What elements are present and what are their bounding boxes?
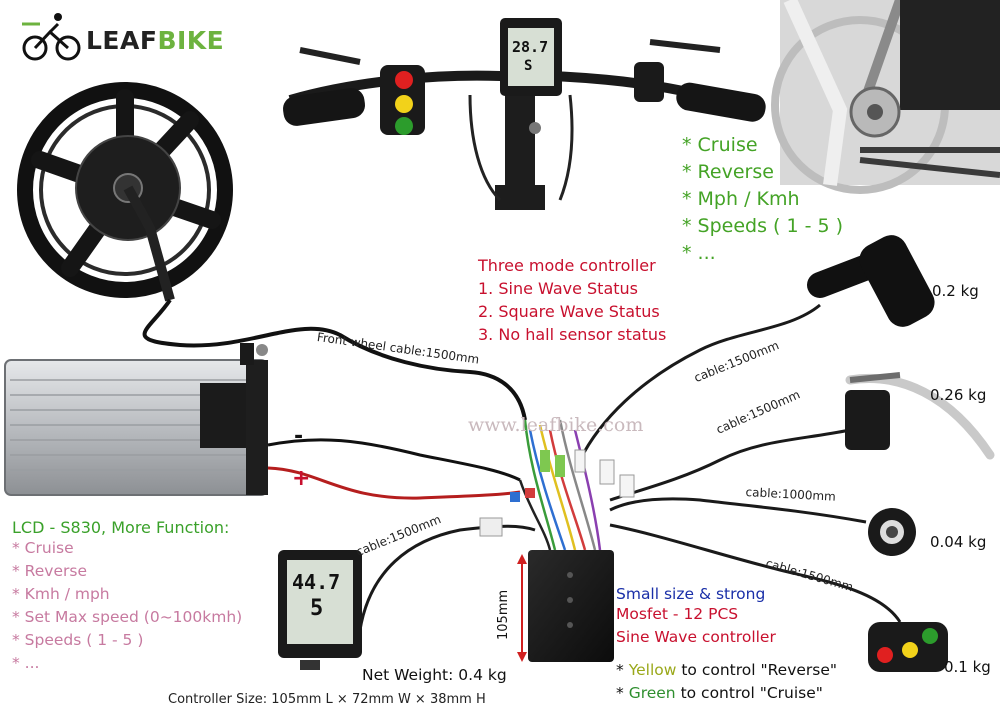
green-note-word: Green bbox=[628, 684, 676, 702]
brand-name-accent: BIKE bbox=[157, 26, 225, 55]
controller-mode-item: 1. Sine Wave Status bbox=[478, 279, 639, 298]
lcd-feature-item: * Reverse bbox=[12, 562, 87, 580]
lcd-s830-device bbox=[278, 550, 362, 670]
switch-weight: 0.1 kg bbox=[944, 658, 991, 676]
throttle-weight: 0.2 kg bbox=[932, 282, 979, 300]
controller-box bbox=[528, 550, 614, 662]
throttle bbox=[578, 235, 935, 461]
green-note-prefix: * bbox=[616, 684, 629, 702]
feature-item: * Mph / Kmh bbox=[682, 188, 800, 210]
yellow-note-prefix: * bbox=[616, 661, 629, 679]
battery-pack bbox=[4, 343, 268, 496]
controller-height-label: 105mm bbox=[496, 589, 511, 640]
yellow-note: * Yellow to control "Reverse" bbox=[616, 659, 837, 682]
feature-item: * ... bbox=[682, 242, 716, 264]
handlebar-display bbox=[500, 18, 562, 96]
switch-notes: * Yellow to control "Reverse" * Green to… bbox=[616, 659, 837, 705]
cyclist-logo-icon bbox=[22, 13, 81, 61]
controller-specs: Small size & strong Mosfet - 12 PCS Sine… bbox=[616, 585, 776, 649]
lcd-feature-item: * Set Max speed (0~100kmh) bbox=[12, 608, 243, 626]
height-dimension-arrow bbox=[517, 554, 527, 662]
green-note-rest: to control "Cruise" bbox=[675, 684, 823, 702]
feature-item: * Cruise bbox=[682, 134, 758, 156]
lcd-feature-item: * ... bbox=[12, 654, 40, 672]
lcd-display-gear: 5 bbox=[310, 596, 324, 621]
green-note: * Green to control "Cruise" bbox=[616, 682, 837, 705]
controller-wires bbox=[518, 419, 602, 551]
handlebar-display-speed: 28.7 bbox=[512, 38, 549, 56]
pas-sensor bbox=[609, 497, 916, 556]
lcd-feature-title: LCD - S830, More Function: bbox=[12, 518, 230, 537]
lcd-feature-item: * Kmh / mph bbox=[12, 585, 110, 603]
controller-mode-item: 3. No hall sensor status bbox=[478, 325, 667, 344]
function-switch bbox=[609, 523, 948, 672]
yellow-note-rest: to control "Reverse" bbox=[676, 661, 838, 679]
lcd-feature-item: * Cruise bbox=[12, 539, 74, 557]
pas-weight: 0.04 kg bbox=[930, 533, 987, 551]
watermark: www.leafbike.com bbox=[468, 414, 644, 436]
hub-motor-wheel bbox=[17, 82, 233, 302]
controller-size-note: Controller Size: 105mm L × 72mm W × 38mm… bbox=[168, 692, 486, 707]
brake-weight: 0.26 kg bbox=[930, 386, 987, 404]
controller-modes-title: Three mode controller bbox=[478, 256, 656, 275]
connectors bbox=[510, 449, 635, 502]
lcd-feature-item: * Speeds ( 1 - 5 ) bbox=[12, 631, 144, 649]
controller-modes: Three mode controller 1. Sine Wave Statu… bbox=[478, 254, 666, 346]
controller-net-weight: Net Weight: 0.4 kg bbox=[362, 666, 507, 684]
controller-mode-item: 2. Square Wave Status bbox=[478, 302, 660, 321]
feature-item: * Speeds ( 1 - 5 ) bbox=[682, 215, 844, 237]
features-list: * Cruise * Reverse * Mph / Kmh * Speeds … bbox=[682, 132, 843, 267]
controller-spec-line3: Sine Wave controller bbox=[616, 628, 776, 646]
feature-item: * Reverse bbox=[682, 161, 774, 183]
rear-wheel-photo bbox=[771, 0, 1000, 194]
controller-spec-line1: Small size & strong bbox=[616, 585, 766, 603]
yellow-note-word: Yellow bbox=[628, 661, 677, 679]
battery-minus-label: - bbox=[294, 424, 304, 449]
brake-lever bbox=[609, 372, 995, 502]
brand-logo: LEAFBIKE bbox=[86, 26, 224, 55]
controller-spec-line2: Mosfet - 12 PCS bbox=[616, 605, 739, 623]
lcd-feature-box: LCD - S830, More Function: * Cruise * Re… bbox=[12, 518, 242, 675]
lcd-display-speed: 44.7 bbox=[292, 570, 341, 594]
handlebar-display-gear: S bbox=[524, 58, 533, 74]
brand-name-main: LEAF bbox=[86, 26, 158, 55]
battery-plus-label: + bbox=[292, 466, 311, 491]
